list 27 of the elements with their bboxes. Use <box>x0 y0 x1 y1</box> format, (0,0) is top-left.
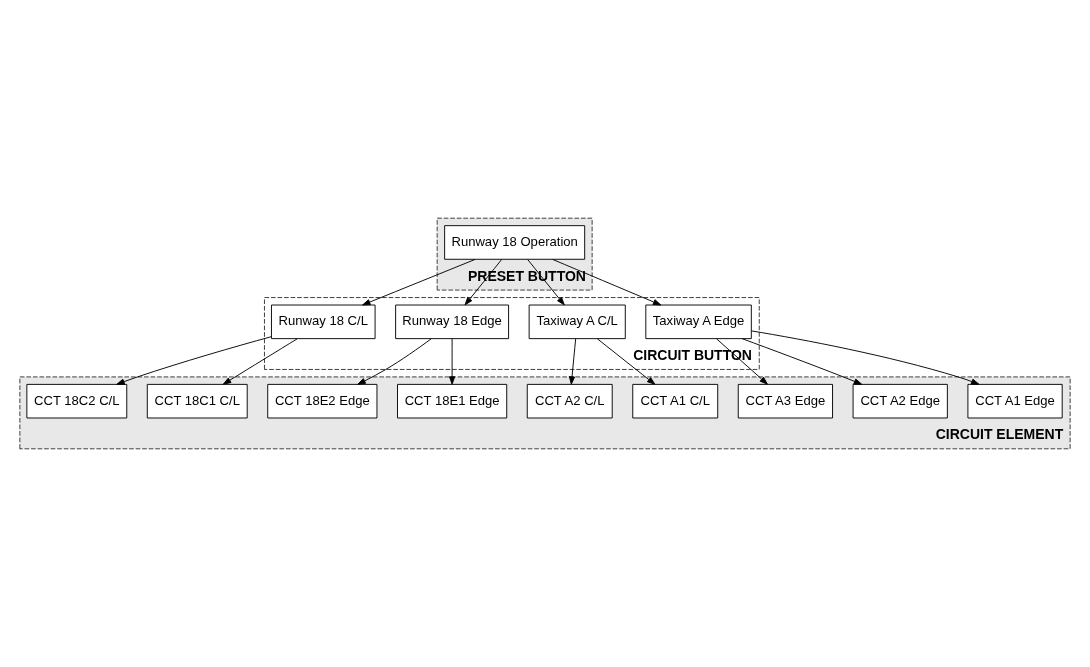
node-box: Runway 18 Operation <box>444 225 586 260</box>
arrow <box>568 338 577 385</box>
node-box: Taxiway A Edge <box>645 304 752 340</box>
node-box: CCT A1 Edge <box>967 383 1063 419</box>
node-box: CCT 18E2 Edge <box>267 383 378 419</box>
node-box: Runway 18 Edge <box>395 304 510 340</box>
node-box: CCT A1 C/L <box>632 383 719 419</box>
node-box: CCT 18C1 C/L <box>146 383 248 419</box>
node-box: CCT A2 Edge <box>852 383 948 419</box>
arrow <box>741 338 863 385</box>
node-box: Runway 18 C/L <box>271 304 376 340</box>
node-box: CCT A2 C/L <box>526 383 613 419</box>
arrow <box>116 336 272 385</box>
arrow <box>596 338 656 385</box>
arrow <box>449 338 456 385</box>
node-box: CCT 18E1 Edge <box>397 383 508 419</box>
arrow <box>751 330 980 385</box>
node-box: CCT 18C2 C/L <box>26 383 128 419</box>
arrow <box>716 338 768 385</box>
arrow <box>357 338 432 385</box>
arrow <box>222 338 298 385</box>
node-box: Taxiway A C/L <box>528 304 626 340</box>
node-box: CCT A3 Edge <box>737 383 833 419</box>
arrow <box>464 259 503 306</box>
arrow <box>362 259 476 306</box>
arrow <box>552 259 662 306</box>
arrow <box>527 259 565 306</box>
